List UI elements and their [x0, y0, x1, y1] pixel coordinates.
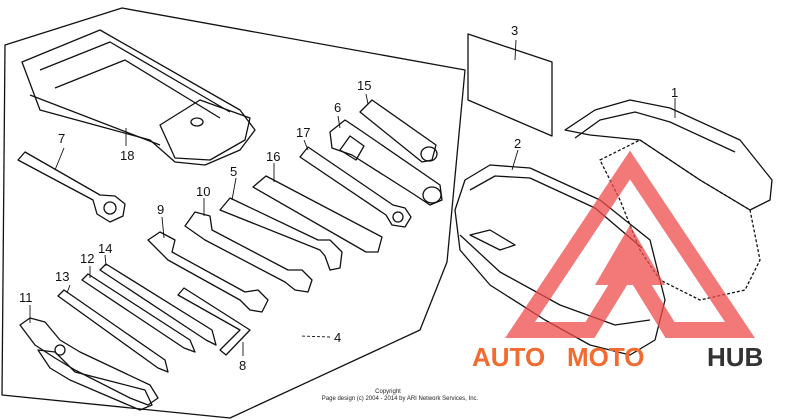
saddlebag-body [454, 164, 666, 356]
open-wrench-10 [184, 211, 313, 293]
open-wrench-9 [147, 231, 269, 313]
tool-pouch [21, 29, 256, 166]
hex-key [177, 287, 251, 356]
watermark-hub: HUB [707, 342, 763, 372]
callout-4: 4 [334, 330, 341, 345]
plug-socket [359, 99, 438, 163]
kit-outline [1, 7, 466, 419]
copyright-line2: Page design (c) 2004 - 2014 by ARI Netwo… [322, 396, 479, 402]
callout-7: 7 [58, 131, 65, 146]
screwdriver-14 [99, 263, 217, 346]
callout-13: 13 [55, 269, 69, 284]
callout-12: 12 [80, 251, 94, 266]
callout-15: 15 [357, 78, 371, 93]
callout-10: 10 [196, 184, 210, 199]
callout-5: 5 [230, 164, 237, 179]
callout-3: 3 [511, 23, 518, 38]
callout-1: 1 [671, 85, 678, 100]
callout-14: 14 [98, 241, 112, 256]
pliers [19, 317, 159, 411]
saddlebag-cover [564, 99, 773, 301]
socket-wrench [329, 119, 443, 206]
label-sheet [467, 33, 553, 137]
leader-lines [29, 39, 676, 356]
callout-9: 9 [157, 202, 164, 217]
callout-18: 18 [120, 148, 134, 163]
screwdriver-12 [81, 273, 196, 353]
screwdriver-grip [252, 175, 383, 253]
watermark-logo [505, 150, 755, 338]
callout-16: 16 [266, 149, 280, 164]
extension-bar [299, 146, 412, 228]
callout-17: 17 [296, 125, 310, 140]
watermark-moto: MOTO [567, 342, 645, 372]
copyright-line1: Copyright [375, 389, 401, 395]
callout-2: 2 [514, 136, 521, 151]
screwdriver-13 [57, 289, 169, 373]
callout-11: 11 [19, 290, 33, 305]
box-wrench [17, 151, 126, 223]
callout-6: 6 [334, 100, 341, 115]
pin-spanner [219, 197, 343, 271]
callout-8: 8 [239, 358, 246, 373]
watermark-auto: AUTO [472, 342, 545, 372]
